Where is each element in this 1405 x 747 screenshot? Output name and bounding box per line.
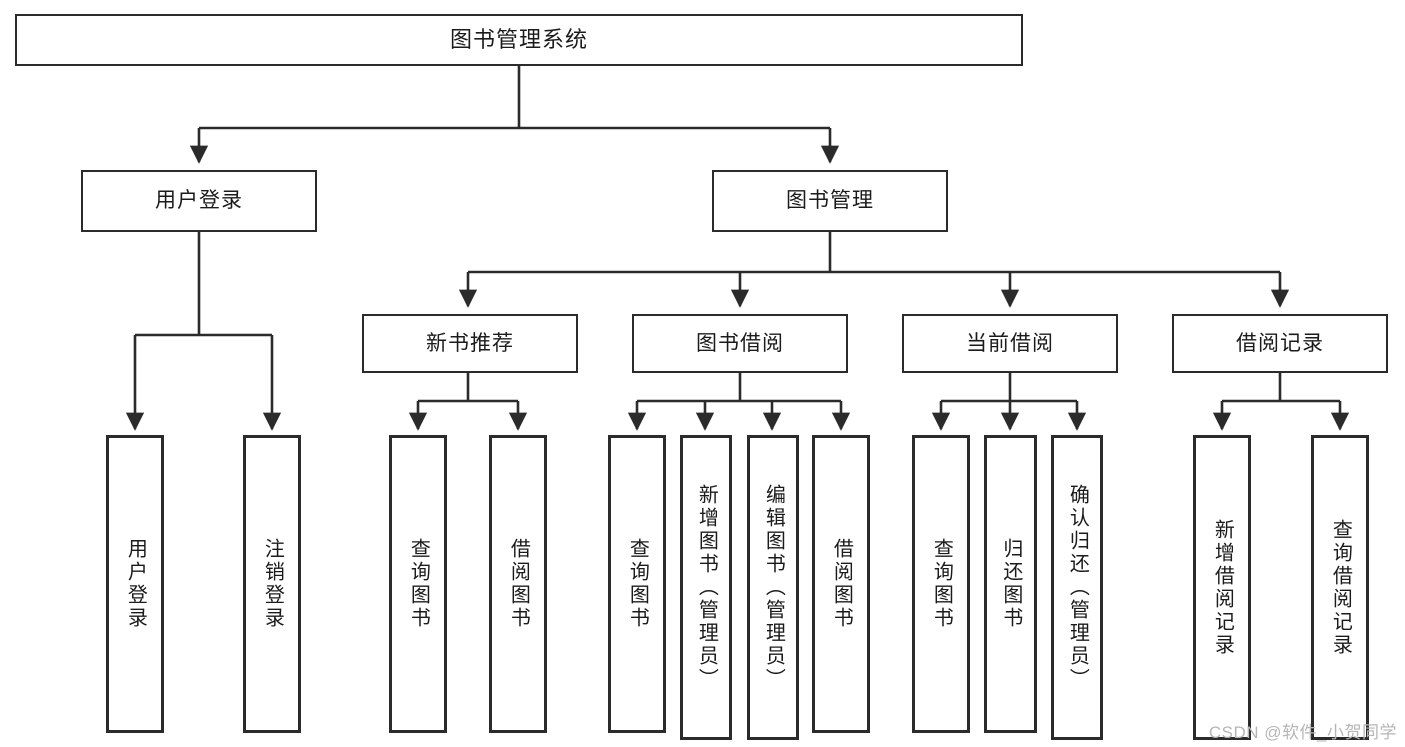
leaf-user-login-login-label: 用户登录	[124, 538, 147, 630]
node-borrow-record-label: 借阅记录	[1236, 331, 1324, 355]
leaf-current-query-book-label: 查询图书	[930, 538, 953, 630]
leaf-current-query-book[interactable]: 查询图书	[912, 435, 970, 733]
leaf-borrow-query-book-label: 查询图书	[626, 538, 649, 630]
leaf-user-login-logout-label: 注销登录	[261, 538, 284, 630]
watermark: CSDN @软件_小贺同学	[1208, 723, 1397, 742]
node-book-borrow-label: 图书借阅	[696, 331, 784, 355]
leaf-borrow-add-book[interactable]: 新增图书（管理员）	[680, 435, 732, 740]
leaf-user-login-logout[interactable]: 注销登录	[243, 435, 301, 733]
node-user-login[interactable]: 用户登录	[81, 170, 317, 232]
leaf-recommend-borrow-book[interactable]: 借阅图书	[489, 435, 547, 733]
leaf-borrow-borrow-book[interactable]: 借阅图书	[812, 435, 870, 733]
node-root-label: 图书管理系统	[449, 26, 588, 52]
leaf-recommend-borrow-book-label: 借阅图书	[507, 538, 530, 630]
node-root[interactable]: 图书管理系统	[15, 14, 1023, 66]
node-borrow-record[interactable]: 借阅记录	[1172, 314, 1388, 373]
node-new-book-recommend[interactable]: 新书推荐	[362, 314, 578, 373]
leaf-borrow-edit-book[interactable]: 编辑图书（管理员）	[747, 435, 799, 740]
node-current-borrow-label: 当前借阅	[966, 331, 1054, 355]
node-book-management-label: 图书管理	[786, 189, 874, 213]
leaf-record-query-record[interactable]: 查询借阅记录	[1311, 435, 1369, 740]
node-book-management[interactable]: 图书管理	[712, 170, 948, 232]
leaf-current-confirm-return-label: 确认归还（管理员）	[1066, 484, 1089, 691]
leaf-user-login-login[interactable]: 用户登录	[106, 435, 164, 733]
leaf-borrow-edit-book-label: 编辑图书（管理员）	[762, 484, 785, 691]
leaf-record-add-record[interactable]: 新增借阅记录	[1193, 435, 1251, 740]
leaf-recommend-query-book-label: 查询图书	[407, 538, 430, 630]
leaf-record-query-record-label: 查询借阅记录	[1329, 518, 1352, 657]
node-new-book-recommend-label: 新书推荐	[426, 331, 514, 355]
node-user-login-label: 用户登录	[155, 189, 243, 213]
leaf-record-add-record-label: 新增借阅记录	[1211, 518, 1234, 657]
node-current-borrow[interactable]: 当前借阅	[902, 314, 1118, 373]
node-book-borrow[interactable]: 图书借阅	[632, 314, 848, 373]
leaf-current-return-book[interactable]: 归还图书	[984, 435, 1037, 733]
leaf-recommend-query-book[interactable]: 查询图书	[389, 435, 447, 733]
leaf-borrow-query-book[interactable]: 查询图书	[608, 435, 666, 733]
leaf-borrow-add-book-label: 新增图书（管理员）	[695, 484, 718, 691]
leaf-current-confirm-return[interactable]: 确认归还（管理员）	[1051, 435, 1103, 740]
leaf-borrow-borrow-book-label: 借阅图书	[830, 538, 853, 630]
leaf-current-return-book-label: 归还图书	[999, 538, 1022, 630]
